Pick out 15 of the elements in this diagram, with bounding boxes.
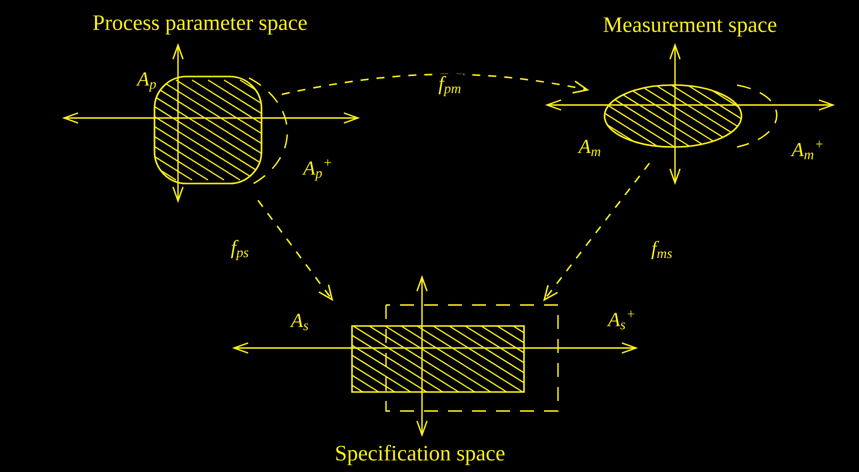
edge-label: f$_{ps}$ <box>230 240 248 260</box>
region-label: A$_{s}$+ <box>606 310 634 330</box>
space-heading: Process parameter space <box>93 15 307 35</box>
arrow <box>282 74 590 96</box>
arrow <box>543 162 650 302</box>
space-heading: Measurement space <box>604 17 776 37</box>
region-label: A$_{m}$ <box>578 140 600 156</box>
region-label: A$_{s}$ <box>290 314 308 330</box>
region-label: A$_{p}$+ <box>302 159 331 181</box>
space-heading: Specification space <box>336 444 504 466</box>
edge-label: f$_{ms}$ <box>651 240 672 260</box>
edge-label: f$_{pm}$ <box>438 76 460 96</box>
arrow <box>257 200 334 302</box>
region-label: A$_{p}$ <box>136 72 156 92</box>
region-label: A$_{m}$+ <box>790 140 823 160</box>
